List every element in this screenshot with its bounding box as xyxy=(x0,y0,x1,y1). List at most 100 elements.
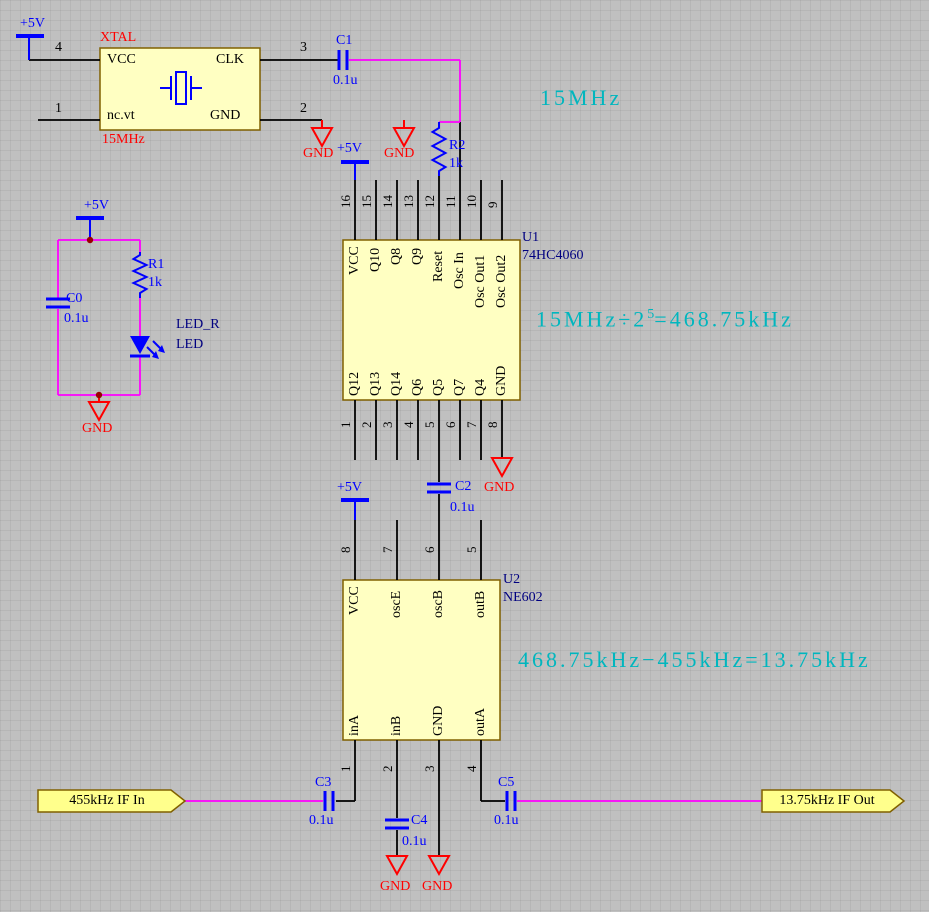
u1-pin14-name: Q8 xyxy=(389,247,404,265)
xtal-pin2-number: 2 xyxy=(300,101,307,116)
u1-pin6-number: 6 xyxy=(443,421,458,429)
xtal-designator: XTAL xyxy=(100,30,137,45)
c5-symbol[interactable] xyxy=(505,791,517,811)
c5-designator: C5 xyxy=(498,775,515,790)
u2-pin3-number: 3 xyxy=(422,765,437,773)
c0-designator: C0 xyxy=(66,291,83,306)
u1-pin4-name: Q6 xyxy=(410,378,425,396)
u2-pin2-number: 2 xyxy=(380,765,395,773)
u1-pin16-number: 16 xyxy=(338,195,353,208)
led-symbol[interactable] xyxy=(130,336,165,359)
u1-pin7-name: Q4 xyxy=(473,378,488,396)
port-if-out[interactable] xyxy=(761,789,906,813)
u1-pin5-number: 5 xyxy=(422,421,437,429)
u1-pin3-name: Q14 xyxy=(389,371,404,396)
u2-pin8-name: VCC xyxy=(347,586,362,615)
xtal-pin4-number: 4 xyxy=(55,40,62,55)
c1-value: 0.1u xyxy=(333,73,358,88)
u1-body[interactable] xyxy=(342,239,521,401)
c5-value: 0.1u xyxy=(494,813,519,828)
plus5v-bar-u2[interactable] xyxy=(341,498,369,520)
annotation-divide-equation: 15MHz÷25=468.75kHz xyxy=(536,303,794,331)
c4-designator: C4 xyxy=(411,813,428,828)
u2-body[interactable] xyxy=(342,579,501,741)
xtal-pin-vcc-name: VCC xyxy=(107,52,136,67)
resistor-symbols[interactable] xyxy=(131,122,448,298)
r1-symbol[interactable] xyxy=(131,252,149,298)
gnd-arrow-led-loop[interactable] xyxy=(87,395,111,423)
u1-pin4-number: 4 xyxy=(401,421,416,429)
u1-pin11-name: Osc In xyxy=(452,252,467,289)
port-if-in-label[interactable]: 455kHz IF In xyxy=(69,793,145,808)
plus5v-bar-u1[interactable] xyxy=(341,160,369,180)
r2-designator: R2 xyxy=(449,138,466,153)
gnd-arrow-c4[interactable] xyxy=(385,855,409,877)
u1-pin8-name: GND xyxy=(494,365,509,396)
u2-pin1-name: inA xyxy=(347,715,362,736)
net-wires xyxy=(57,59,762,802)
u1-pin10-name: Osc Out1 xyxy=(473,254,488,308)
plus5v-bar-led[interactable] xyxy=(76,216,104,240)
u2-pin2-name: inB xyxy=(389,715,404,736)
plus5v-label-led: +5V xyxy=(84,198,110,213)
gnd-arrow-xtal[interactable] xyxy=(310,120,334,149)
plus5v-bar-xtal[interactable] xyxy=(16,34,44,60)
c0-symbol[interactable] xyxy=(46,297,70,309)
u2-pin7-name: oscE xyxy=(389,590,404,618)
xtal-value: 15MHz xyxy=(102,132,145,147)
port-if-out-label[interactable]: 13.75kHz IF Out xyxy=(779,793,875,808)
gnd-arrow-u1-pin8[interactable] xyxy=(490,457,514,479)
u2-pin5-name: outB xyxy=(473,590,488,618)
c1-symbol[interactable] xyxy=(337,50,349,70)
u1-pin9-number: 9 xyxy=(485,201,500,209)
gnd-label-u1-pin8: GND xyxy=(484,480,515,495)
r2-value: 1k xyxy=(449,156,463,171)
xtal-pin-clk-name: CLK xyxy=(216,52,244,67)
r1-value: 1k xyxy=(148,275,162,290)
c2-value: 0.1u xyxy=(450,500,475,515)
gnd-arrow-u1-top[interactable] xyxy=(392,120,416,149)
port-if-in[interactable] xyxy=(37,789,187,813)
u2-pin3-name: GND xyxy=(431,705,446,736)
u1-part-number: 74HC4060 xyxy=(522,248,584,263)
c3-value: 0.1u xyxy=(309,813,334,828)
c4-symbol[interactable] xyxy=(385,818,409,830)
u2-pin6-number: 6 xyxy=(422,546,437,554)
annotation-divide-pre: 15MHz÷2 xyxy=(536,306,648,332)
c3-symbol[interactable] xyxy=(323,791,335,811)
c1-designator: C1 xyxy=(336,33,353,48)
gnd-label-c4: GND xyxy=(380,879,411,894)
plus5v-label-xtal: +5V xyxy=(20,16,46,31)
led-arrow-icon xyxy=(152,351,159,359)
xtal-body[interactable] xyxy=(99,47,261,131)
c2-symbol[interactable] xyxy=(427,482,451,494)
gnd-label-u2-pin3: GND xyxy=(422,879,453,894)
u1-pin12-number: 12 xyxy=(422,195,437,208)
led-designator: LED_R xyxy=(176,317,220,332)
annotation-divide-post: =468.75kHz xyxy=(654,306,794,332)
gnd-label-xtal: GND xyxy=(303,146,334,161)
u1-pin15-name: Q10 xyxy=(368,247,383,272)
annotation-divide-exponent: 5 xyxy=(647,307,655,322)
plus5v-label-u2: +5V xyxy=(337,480,363,495)
capacitor-symbols[interactable] xyxy=(46,50,517,830)
u1-pin3-number: 3 xyxy=(380,421,395,429)
u1-pin16-name: VCC xyxy=(347,246,362,275)
plus5v-symbols[interactable] xyxy=(16,34,369,520)
u1-pin2-name: Q13 xyxy=(368,371,383,396)
u2-pin1-number: 1 xyxy=(338,765,353,773)
u1-pin1-name: Q12 xyxy=(347,371,362,396)
xtal-pin1-number: 1 xyxy=(55,101,62,116)
gnd-symbols[interactable] xyxy=(87,120,514,877)
r2-symbol[interactable] xyxy=(430,122,448,176)
gnd-arrow-u2-pin3[interactable] xyxy=(427,855,451,877)
u1-pin14-number: 14 xyxy=(380,195,395,208)
xtal-pin3-number: 3 xyxy=(300,40,307,55)
u2-pin7-number: 7 xyxy=(380,546,395,554)
junction-dots xyxy=(86,236,103,399)
u1-pin13-name: Q9 xyxy=(410,247,425,265)
u2-pin4-name: outA xyxy=(473,708,488,736)
u1-pin6-name: Q7 xyxy=(452,378,467,396)
u1-pin11-number: 11 xyxy=(443,195,458,208)
u1-pin15-number: 15 xyxy=(359,195,374,208)
